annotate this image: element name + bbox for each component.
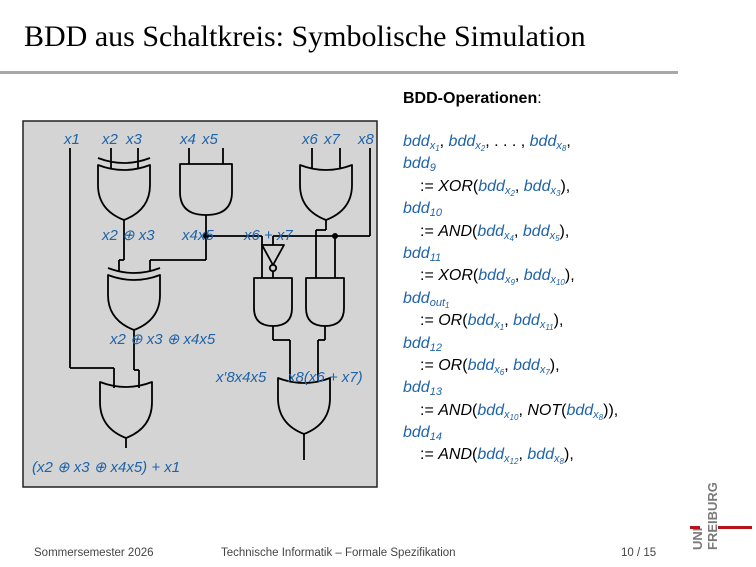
op-bdd12-name: bdd12 — [403, 334, 442, 354]
op-bdd12-def: := OR(bddx6, bddx7), — [420, 356, 560, 377]
op-bdd14-def: := AND(bddx12, bddx8), — [420, 446, 574, 467]
input-label-x5: x5 — [201, 131, 219, 148]
input-label-x8: x8 — [357, 131, 375, 148]
footer-semester: Sommersemester 2026 — [34, 547, 154, 559]
label-output: (x2 ⊕ x3 ⊕ x4x5) + x1 — [32, 459, 180, 476]
input-label-x1: x1 — [63, 131, 80, 148]
operations-list: bddx1, bddx2, . . . , bddx8, bdd9 := XOR… — [403, 131, 748, 467]
input-label-x6: x6 — [301, 131, 319, 148]
input-label-x7: x7 — [323, 131, 341, 148]
label-xor2345: x2 ⊕ x3 ⊕ x4x5 — [109, 331, 216, 348]
op-bdd14-name: bdd14 — [403, 424, 442, 444]
input-label-x2: x2 — [101, 131, 119, 148]
op-bdd13-def: := AND(bddx10, NOT(bddx8)), — [420, 401, 619, 422]
university-logo: UNI FREIBURG — [690, 482, 752, 550]
footer-page-number: 10 / 15 — [621, 547, 657, 559]
input-label-x3: x3 — [125, 131, 143, 148]
slide-title: BDD aus Schaltkreis: Symbolische Simulat… — [24, 20, 586, 53]
logo-accent-left — [690, 526, 700, 529]
label-or67: x6 + x7 — [243, 227, 293, 244]
op-bddout1-name: bddout1 — [403, 289, 450, 310]
logo-accent-right — [718, 526, 752, 529]
logo-text-uni: UNI — [690, 528, 705, 550]
circuit-diagram: x1 x2 x3 x4 x5 x6 x7 x8 x2 ⊕ x3 x4x5 x6 … — [22, 120, 378, 488]
label-and8-67: x8(x6 + x7) — [287, 369, 363, 386]
op-bdd10-def: := AND(bddx4, bddx5), — [420, 222, 570, 243]
op-bdd11-name: bdd11 — [403, 244, 442, 264]
operations-heading: BDD-Operationen: — [403, 90, 542, 108]
op-bdd10-name: bdd10 — [403, 200, 442, 220]
op-bddout1-def: := OR(bddx1, bddx11), — [420, 312, 564, 333]
label-and-not8: x′8x4x5 — [215, 369, 267, 386]
logo-text-freiburg: FREIBURG — [705, 482, 720, 550]
op-inputs: bddx1, bddx2, . . . , bddx8, — [403, 133, 571, 153]
op-bdd13-name: bdd13 — [403, 379, 442, 399]
op-bdd9-def: := XOR(bddx2, bddx3), — [420, 177, 571, 198]
op-bdd11-def: := XOR(bddx9, bddx10), — [420, 267, 575, 288]
title-rule — [0, 71, 678, 74]
operations-heading-colon: : — [537, 90, 542, 107]
operations-heading-label: BDD-Operationen — [403, 90, 538, 107]
footer-course: Technische Informatik – Formale Spezifik… — [221, 547, 456, 559]
label-and45: x4x5 — [181, 227, 214, 244]
input-label-x4: x4 — [179, 131, 196, 148]
op-bdd9-name: bdd9 — [403, 155, 436, 175]
label-xor23: x2 ⊕ x3 — [101, 227, 155, 244]
